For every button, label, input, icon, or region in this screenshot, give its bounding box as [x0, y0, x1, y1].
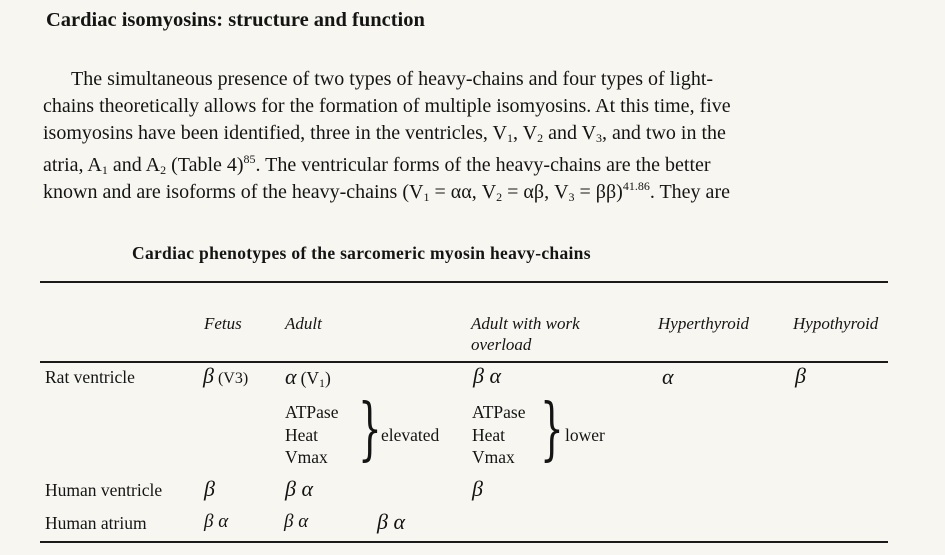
citation-ref: 41.86 — [622, 179, 650, 194]
cell-human-ventricle-fetus: β — [204, 476, 215, 501]
paragraph-line: isomyosins have been identified, three i… — [43, 121, 726, 145]
right-brace-icon: } — [540, 390, 564, 469]
cell-human-atrium-extra: β α — [377, 509, 406, 534]
table-top-rule — [40, 281, 888, 283]
overload-parameters: ATPase Heat Vmax — [472, 402, 526, 467]
column-header-adult: Adult — [285, 314, 322, 333]
adult-parameters: ATPase Heat Vmax — [285, 402, 339, 467]
cell-rat-hypothyroid: β — [795, 363, 806, 388]
column-header-hypothyroid: Hypothyroid — [793, 314, 879, 333]
cell-human-ventricle-adult: β α — [285, 476, 314, 501]
adult-effect: elevated — [381, 425, 440, 445]
paragraph-line: known and are isoforms of the heavy-chai… — [43, 179, 730, 205]
row-label-human-atrium: Human atrium — [45, 513, 147, 533]
cell-human-atrium-adult: β α — [284, 511, 309, 532]
section-heading: Cardiac isomyosins: structure and functi… — [46, 9, 425, 31]
row-label-rat-ventricle: Rat ventricle — [45, 367, 135, 387]
cell-rat-overload: β α — [473, 363, 502, 388]
paragraph-line: atria, A1 and A2 (Table 4)85. The ventri… — [43, 152, 711, 178]
cell-rat-hyperthyroid: α — [662, 364, 674, 389]
row-label-human-ventricle: Human ventricle — [45, 480, 163, 500]
citation-ref: 85 — [243, 152, 256, 167]
right-brace-icon: } — [358, 390, 382, 469]
column-header-hyperthyroid: Hyperthyroid — [658, 314, 749, 333]
column-header-overload: Adult with work overload — [471, 314, 580, 354]
table-header-rule — [40, 361, 888, 363]
table-caption: Cardiac phenotypes of the sarcomeric myo… — [132, 243, 591, 263]
cell-rat-adult: α (V1) — [285, 364, 331, 390]
paragraph-line: The simultaneous presence of two types o… — [71, 68, 714, 90]
table-bottom-rule — [40, 541, 888, 543]
cell-human-atrium-fetus: β α — [204, 511, 229, 532]
paragraph-line: chains theoretically allows for the form… — [43, 94, 731, 117]
cell-human-ventricle-overload: β — [472, 476, 483, 501]
overload-effect: lower — [565, 425, 605, 445]
cell-rat-fetus: β (V3) — [203, 363, 249, 388]
column-header-fetus: Fetus — [204, 314, 242, 333]
